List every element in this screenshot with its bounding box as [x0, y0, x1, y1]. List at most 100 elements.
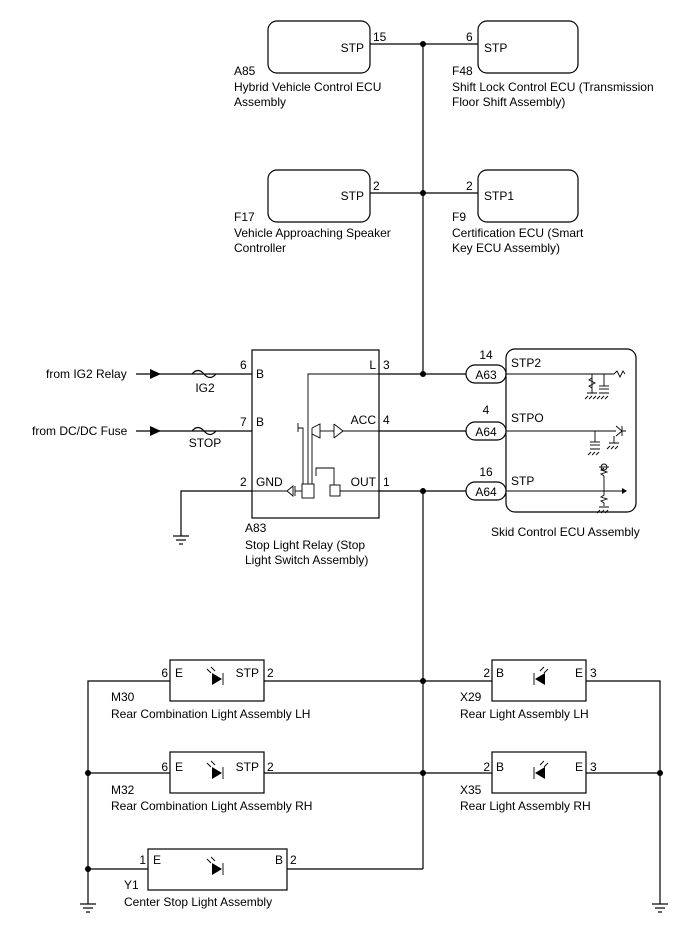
ig2-relay-label: from IG2 Relay — [46, 367, 127, 381]
a83-pin-1-no: 1 — [383, 475, 390, 489]
y1-led-icon — [206, 856, 224, 875]
skid-connector-a63: A63 14 STP2 — [465, 348, 541, 384]
x29-right-pin: 3 — [590, 666, 597, 680]
m32-right-pin: 2 — [267, 760, 274, 774]
f9-pin-no: 2 — [466, 179, 473, 193]
a83-pin-4-label: ACC — [351, 413, 377, 427]
f48-pin-label: STP — [484, 41, 507, 55]
f9-pin-label: STP1 — [484, 189, 514, 203]
component-f48: STP 6 F48 Shift Lock Control ECU (Transm… — [452, 20, 654, 109]
skid-pin-16-conn: A64 — [475, 485, 497, 499]
skid-pin-4-no: 4 — [483, 403, 490, 417]
a85-connector: A85 — [234, 64, 256, 78]
f17-connector: F17 — [234, 210, 255, 224]
a83-name-line2: Light Switch Assembly) — [245, 553, 368, 567]
a85-name-line2: Assembly — [234, 95, 286, 109]
component-m32: E STP 6 2 M32 Rear Combination Light Ass… — [111, 751, 312, 813]
a85-pin-no: 15 — [373, 30, 387, 44]
skid-pin-14-no: 14 — [479, 348, 493, 362]
m30-led-icon — [206, 666, 224, 685]
skid-pin-14-label: STP2 — [511, 356, 541, 370]
component-x29: B E 2 3 X29 Rear Light Assembly LH — [460, 659, 597, 721]
source-dcdc-fuse: from DC/DC Fuse STOP — [32, 424, 252, 450]
m30-connector: M30 — [111, 690, 135, 704]
skid-pin-16-no: 16 — [479, 465, 493, 479]
x35-connector: X35 — [460, 783, 482, 797]
x29-left-label: B — [496, 666, 504, 680]
skid-pin-16-label: STP — [511, 474, 534, 488]
skid-name: Skid Control ECU Assembly — [491, 525, 640, 539]
y1-left-pin: 1 — [139, 853, 146, 867]
component-f9: STP1 2 F9 Certification ECU (Smart Key E… — [452, 169, 584, 255]
m30-right-pin: 2 — [267, 666, 274, 680]
rear-light-wiring — [80, 678, 668, 913]
m30-name: Rear Combination Light Assembly LH — [111, 707, 310, 721]
f48-name-line2: Floor Shift Assembly) — [452, 95, 565, 109]
f48-pin-no: 6 — [466, 30, 473, 44]
x35-name: Rear Light Assembly RH — [460, 799, 591, 813]
m32-connector: M32 — [111, 783, 135, 797]
source-ig2-relay: from IG2 Relay IG2 — [46, 367, 252, 395]
f17-name-line2: Controller — [234, 241, 286, 255]
y1-right-pin: 2 — [290, 853, 297, 867]
a83-pin-3-no: 3 — [383, 358, 390, 372]
f9-connector: F9 — [452, 210, 466, 224]
m32-led-icon — [206, 760, 224, 779]
a83-pin-1-label: OUT — [351, 475, 377, 489]
a83-pin-7-label: B — [256, 415, 264, 429]
component-m30: E STP 6 2 M30 Rear Combination Light Ass… — [111, 659, 310, 721]
a83-pin-2-no: 2 — [240, 475, 247, 489]
a85-name-line1: Hybrid Vehicle Control ECU — [234, 80, 381, 94]
top-bus-wiring — [370, 41, 478, 374]
skid-pin-14-conn: A63 — [475, 368, 497, 382]
fuse-stop-label: STOP — [189, 436, 221, 450]
component-f17: STP 2 F17 Vehicle Approaching Speaker Co… — [234, 169, 391, 255]
dcdc-fuse-label: from DC/DC Fuse — [32, 424, 128, 438]
skid-pin-4-conn: A64 — [475, 425, 497, 439]
f9-name-line1: Certification ECU (Smart — [452, 226, 584, 240]
component-y1: E B 1 2 Y1 Center Stop Light Assembly — [124, 848, 297, 909]
m32-name: Rear Combination Light Assembly RH — [111, 799, 312, 813]
x29-led-icon — [533, 666, 549, 685]
component-skid-ecu: A63 14 STP2 A64 4 STPO A64 16 STP — [465, 348, 640, 539]
skid-connector-a64-stp: A64 16 STP — [465, 465, 534, 501]
skid-pin-4-label: STPO — [511, 411, 544, 425]
x35-left-pin: 2 — [483, 760, 490, 774]
a83-connector: A83 — [245, 521, 267, 535]
relay-to-skid-wiring — [379, 371, 466, 869]
component-a83: 6 B 7 B 2 GND L 3 ACC 4 OUT 1 A8 — [240, 349, 390, 567]
f17-pin-no: 2 — [373, 179, 380, 193]
y1-right-label: B — [275, 853, 283, 867]
f48-name-line1: Shift Lock Control ECU (Transmission — [452, 80, 654, 94]
m30-right-label: STP — [236, 666, 259, 680]
a83-pin-2-label: GND — [256, 475, 283, 489]
a83-pin-3-label: L — [369, 358, 376, 372]
m30-left-pin: 6 — [161, 666, 168, 680]
a83-name-line1: Stop Light Relay (Stop — [245, 538, 365, 552]
m32-right-label: STP — [236, 760, 259, 774]
component-a85: STP 15 A85 Hybrid Vehicle Control ECU As… — [234, 20, 387, 109]
x29-connector: X29 — [460, 690, 482, 704]
a83-pin-6-label: B — [256, 367, 264, 381]
x29-right-label: E — [575, 666, 583, 680]
a83-pin-4-no: 4 — [383, 413, 390, 427]
y1-left-label: E — [153, 853, 161, 867]
m30-left-label: E — [175, 666, 183, 680]
a83-internal-circuit — [252, 373, 379, 499]
x29-left-pin: 2 — [483, 666, 490, 680]
a85-pin-label: STP — [341, 41, 364, 55]
f17-pin-label: STP — [341, 189, 364, 203]
m32-left-pin: 6 — [161, 760, 168, 774]
f9-name-line2: Key ECU Assembly) — [452, 241, 560, 255]
a83-pin-6-no: 6 — [240, 358, 247, 372]
f48-connector: F48 — [452, 64, 473, 78]
x35-right-pin: 3 — [590, 760, 597, 774]
y1-connector: Y1 — [124, 878, 139, 892]
skid-internal-circuit — [506, 370, 627, 514]
fuse-ig2-label: IG2 — [195, 381, 215, 395]
x35-right-label: E — [575, 760, 583, 774]
component-x35: B E 2 3 X35 Rear Light Assembly RH — [460, 751, 597, 813]
x35-left-label: B — [496, 760, 504, 774]
m32-left-label: E — [175, 760, 183, 774]
